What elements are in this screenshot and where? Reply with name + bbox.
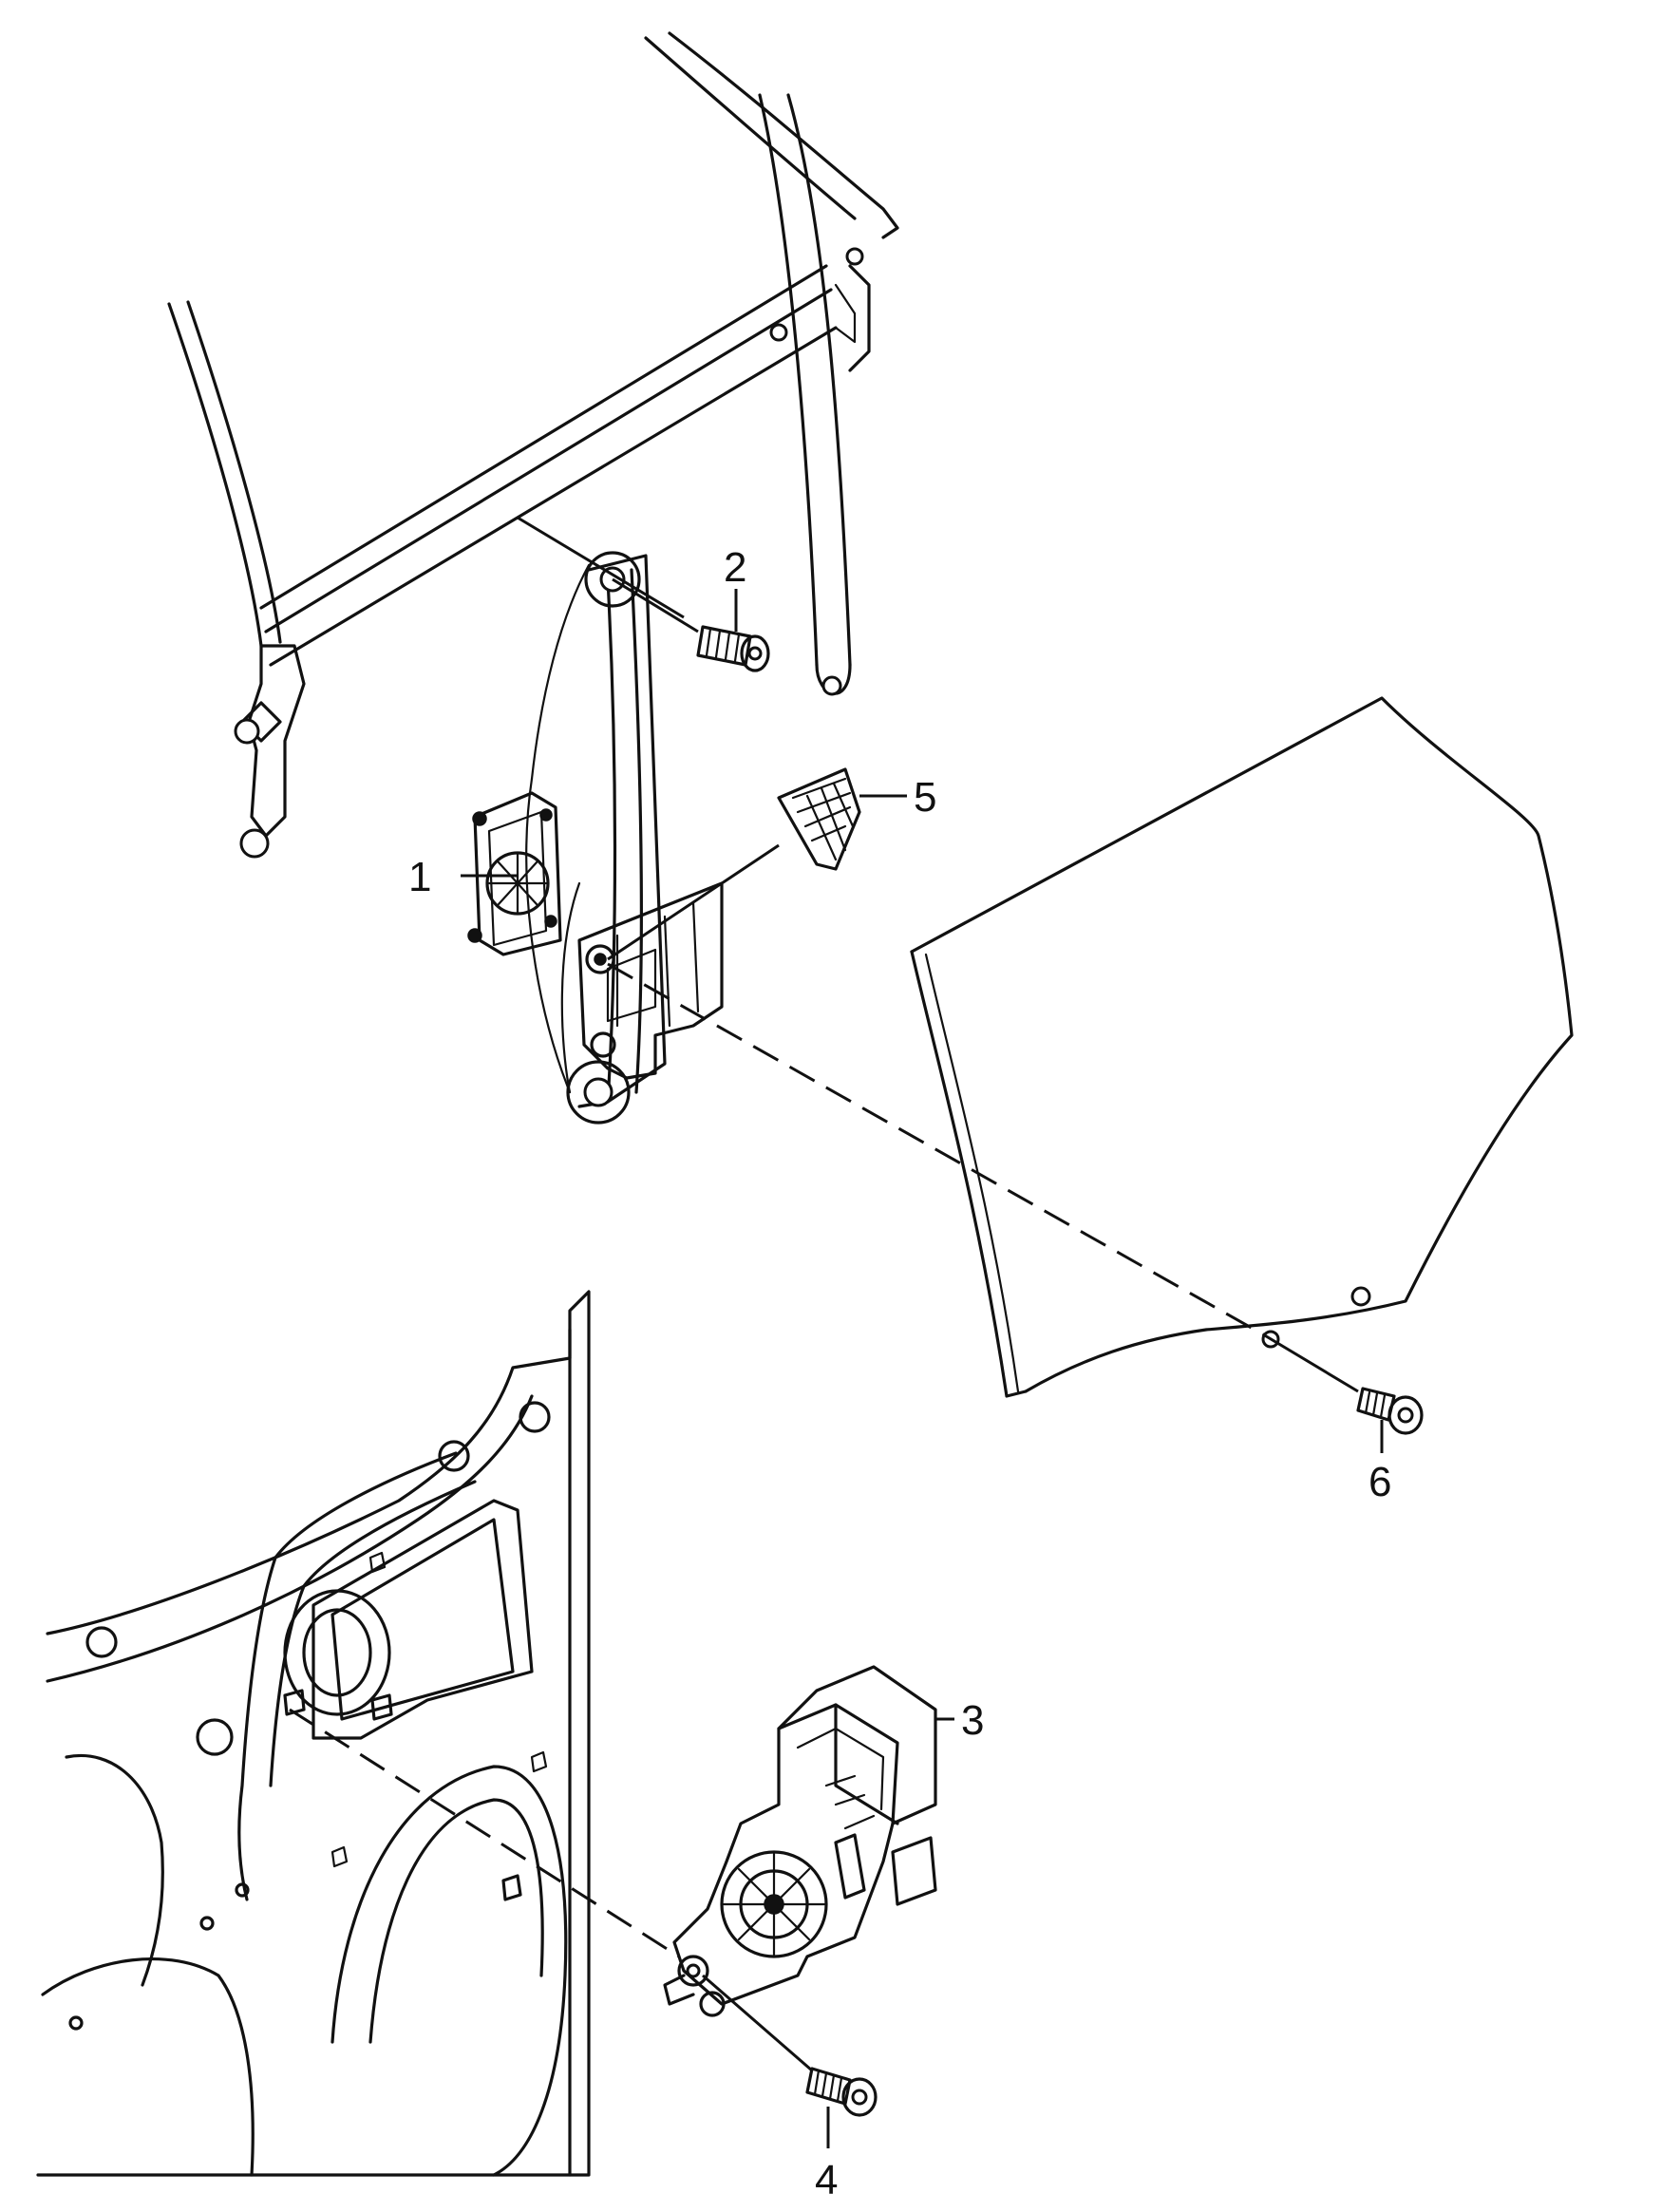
window-motor-part-3 xyxy=(663,1665,937,2017)
window-regulator-assembly xyxy=(467,551,724,1125)
callout-5: 5 xyxy=(914,774,936,821)
callout-3: 3 xyxy=(961,1697,984,1744)
bolt-part-6 xyxy=(1356,1387,1424,1435)
guide-clip-part-5 xyxy=(777,767,861,871)
screw-part-4 xyxy=(805,2067,878,2117)
door-frame xyxy=(167,31,899,859)
bolt-part-2 xyxy=(696,625,770,672)
callout-6: 6 xyxy=(1369,1459,1391,1505)
callouts: 1 2 3 4 5 6 xyxy=(408,544,1391,2203)
callout-2: 2 xyxy=(724,544,746,591)
callout-1: 1 xyxy=(408,854,431,900)
assembly-lines xyxy=(289,516,1359,2072)
callout-4: 4 xyxy=(815,2157,838,2203)
door-glass xyxy=(910,696,1574,1398)
inner-door-panel xyxy=(36,1290,591,2177)
